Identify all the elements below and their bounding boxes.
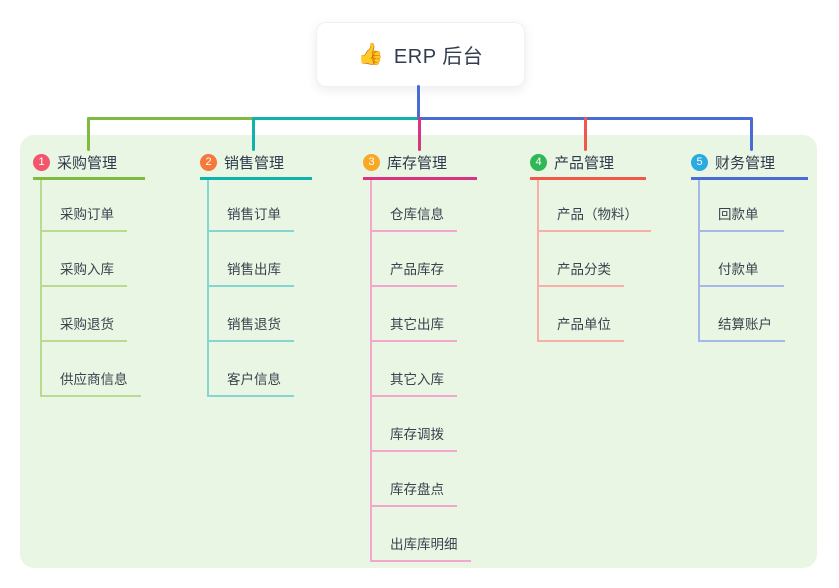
child-node-label: 销售订单 [227,207,281,222]
branch-head-4[interactable]: 4 产品管理 [530,150,646,180]
child-node-label: 供应商信息 [60,372,128,387]
branch-label: 采购管理 [57,154,118,172]
connector-horizontal-mid [252,117,420,120]
child-node[interactable]: 销售订单 [209,180,294,232]
branch-4: 4 产品管理产品（物料） 产品分类产品单位 [530,150,651,342]
child-node[interactable]: 其它出库 [372,287,457,342]
child-node[interactable]: 销售退货 [209,287,294,342]
child-node-label: 产品单位 [557,317,611,332]
branch-2: 2 销售管理销售订单销售出库销售退货客户信息 [200,150,312,397]
child-node[interactable]: 采购入库 [42,232,127,287]
connector-horizontal-left [87,117,255,120]
branch-index-badge: 4 [530,153,547,171]
child-node[interactable]: 仓库信息 [372,180,457,232]
child-node-label: 其它出库 [390,317,444,332]
child-node[interactable]: 产品库存 [372,232,457,287]
connector-drop-branch-3 [418,117,421,151]
child-node[interactable]: 库存调拨 [372,397,457,452]
branch-children: 采购订单采购入库采购退货供应商信息 [40,180,145,397]
child-node[interactable]: 回款单 [700,180,784,232]
child-node-label: 库存调拨 [390,427,444,442]
child-node-label: 产品（物料） [557,207,638,222]
child-node-label: 仓库信息 [390,207,444,222]
root-node[interactable]: 👍 ERP 后台 [316,22,525,87]
thumbs-up-icon: 👍 [357,43,384,66]
branch-head-2[interactable]: 2 销售管理 [200,150,312,180]
child-node-label: 销售出库 [227,262,281,277]
background-panel [20,135,817,568]
branch-children: 仓库信息产品库存其它出库其它入库库存调拨库存盘点出库库明细 [370,180,477,562]
child-node-label: 采购入库 [60,262,114,277]
connector-drop-branch-5 [750,117,753,151]
branch-index-badge: 3 [363,153,380,171]
child-node-label: 结算账户 [718,317,772,332]
child-node[interactable]: 供应商信息 [42,342,141,397]
child-node[interactable]: 结算账户 [700,287,785,342]
branch-3: 3 库存管理仓库信息产品库存其它出库其它入库库存调拨库存盘点出库库明细 [363,150,477,562]
child-node-label: 采购订单 [60,207,114,222]
child-node[interactable]: 产品分类 [539,232,624,287]
root-label: ERP 后台 [393,46,484,68]
branch-children: 回款单付款单结算账户 [698,180,808,342]
branch-1: 1 采购管理采购订单采购入库采购退货供应商信息 [33,150,145,397]
child-node[interactable]: 客户信息 [209,342,294,397]
child-node-label: 库存盘点 [390,482,444,497]
branch-head-3[interactable]: 3 库存管理 [363,150,477,180]
child-node-label: 客户信息 [227,372,281,387]
child-node[interactable]: 库存盘点 [372,452,457,507]
root-connector-vertical [417,85,420,119]
child-node-label: 产品分类 [557,262,611,277]
child-node-label: 销售退货 [227,317,281,332]
branch-label: 销售管理 [224,154,285,172]
child-node-label: 出库库明细 [390,537,458,552]
branch-label: 库存管理 [387,154,448,172]
child-node[interactable]: 出库库明细 [372,507,471,562]
branch-children: 产品（物料） 产品分类产品单位 [537,180,651,342]
child-node[interactable]: 产品单位 [539,287,624,342]
child-node[interactable]: 采购订单 [42,180,127,232]
child-node-label: 其它入库 [390,372,444,387]
child-node-label: 采购退货 [60,317,114,332]
branch-children: 销售订单销售出库销售退货客户信息 [207,180,312,397]
branch-5: 5 财务管理回款单付款单结算账户 [691,150,808,342]
connector-drop-branch-1 [87,117,90,151]
branch-label: 财务管理 [715,154,776,172]
branch-index-badge: 2 [200,153,217,171]
child-node-label: 产品库存 [390,262,444,277]
child-node[interactable]: 其它入库 [372,342,457,397]
connector-drop-branch-4 [584,117,587,151]
child-node[interactable]: 付款单 [700,232,784,287]
child-node-label: 付款单 [718,262,759,277]
connector-drop-branch-2 [252,117,255,151]
branch-index-badge: 5 [691,153,708,171]
child-node[interactable]: 采购退货 [42,287,127,342]
branch-head-1[interactable]: 1 采购管理 [33,150,145,180]
child-node-label: 回款单 [718,207,759,222]
branch-head-5[interactable]: 5 财务管理 [691,150,808,180]
branch-label: 产品管理 [554,154,615,172]
child-node[interactable]: 销售出库 [209,232,294,287]
branch-index-badge: 1 [33,153,50,171]
child-node[interactable]: 产品（物料） [539,180,651,232]
